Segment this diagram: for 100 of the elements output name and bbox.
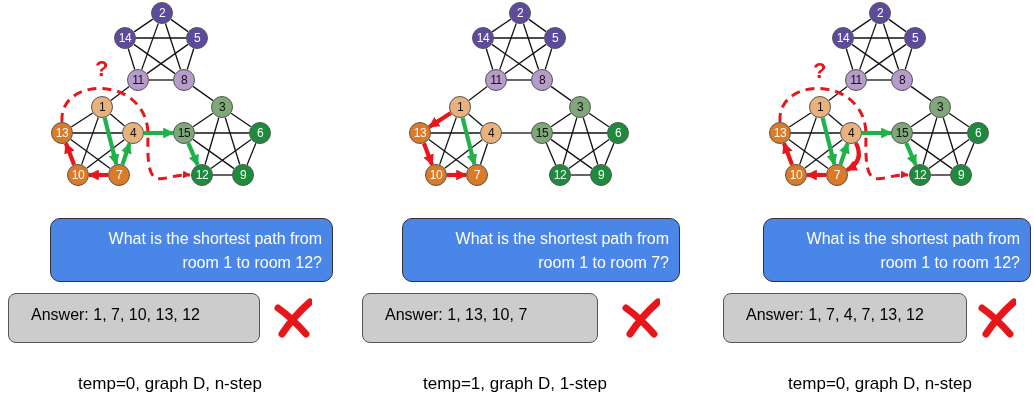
arrow	[120, 142, 132, 166]
connector-line	[210, 138, 252, 170]
question-mark: ?	[95, 56, 109, 82]
connector-line	[910, 112, 932, 128]
room-node: 15	[531, 122, 553, 144]
room-node: 13	[409, 122, 431, 144]
room-node: 4	[122, 122, 144, 144]
connector-line	[70, 112, 94, 128]
connector-line	[110, 85, 130, 102]
room-node: 13	[769, 122, 791, 144]
connector-line	[522, 22, 540, 71]
arrow	[460, 117, 478, 166]
connector-line	[186, 47, 195, 71]
room-node: 14	[832, 27, 854, 49]
arrow	[63, 142, 77, 166]
connector-line	[127, 47, 136, 71]
connector-line	[588, 112, 610, 128]
caption: temp=0, graph D, n-step	[78, 374, 262, 394]
connector-line	[170, 18, 189, 33]
connector-line	[550, 85, 572, 102]
connector-line	[72, 132, 123, 134]
connector-line	[430, 132, 481, 134]
connector-line	[146, 43, 189, 75]
room-node: 3	[569, 96, 591, 118]
connector-line	[550, 112, 572, 128]
connector-line	[904, 47, 913, 71]
room-node: 4	[480, 122, 502, 144]
connector-line	[827, 113, 844, 127]
room-node: 12	[909, 164, 931, 186]
connector-line	[192, 85, 214, 102]
room-node: 13	[51, 122, 73, 144]
connector-line	[851, 18, 872, 33]
connector-line	[504, 43, 547, 75]
question-bubble: What is the shortest path from room 1 to room 7?	[402, 218, 680, 282]
arrow	[60, 87, 191, 181]
connector-line	[230, 112, 252, 128]
connector-line	[212, 174, 233, 176]
connector-line	[942, 116, 959, 166]
connector-line	[499, 22, 517, 71]
room-node: 11	[127, 69, 149, 91]
arrow	[421, 142, 435, 166]
connector-line	[888, 18, 907, 33]
room-node: 11	[485, 69, 507, 91]
room-node: 6	[607, 122, 629, 144]
arrow	[805, 169, 826, 181]
room-node: 7	[826, 164, 848, 186]
arrow	[845, 142, 861, 172]
arrow	[428, 111, 452, 129]
connector-line	[910, 138, 953, 170]
room-node: 2	[509, 2, 531, 24]
room-node: 8	[173, 69, 195, 91]
connector-line	[799, 116, 817, 166]
question-bubble: What is the shortest path from room 1 to room 12?	[50, 218, 333, 282]
question-mark: ?	[813, 58, 827, 84]
connector-line	[485, 47, 494, 71]
connector-line	[788, 112, 812, 128]
arrow	[862, 127, 893, 139]
connector-line	[604, 142, 615, 166]
connector-line	[964, 142, 975, 166]
connector-line	[790, 132, 841, 134]
room-node: 5	[904, 27, 926, 49]
answer-box: Answer: 1, 13, 10, 7	[362, 293, 598, 343]
connector-line	[491, 43, 534, 75]
room-node: 5	[544, 27, 566, 49]
connector-line	[479, 142, 489, 166]
connector-line	[912, 132, 968, 134]
connector-line	[948, 112, 970, 128]
room-node: 10	[67, 164, 89, 186]
arrow	[778, 87, 909, 181]
connector-line	[439, 116, 457, 166]
room-node: 9	[950, 164, 972, 186]
connector-line	[133, 43, 176, 75]
connector-line	[224, 116, 241, 166]
connector-line	[545, 142, 557, 166]
arrow	[820, 117, 838, 166]
connector-line	[552, 132, 608, 134]
room-node: 9	[232, 164, 254, 186]
connector-line	[194, 132, 250, 134]
arrow	[144, 127, 175, 139]
room-node: 6	[967, 122, 989, 144]
connector-line	[864, 43, 907, 75]
connector-line	[468, 85, 488, 102]
room-node: 3	[211, 96, 233, 118]
room-node: 5	[186, 27, 208, 49]
connector-line	[506, 79, 532, 81]
room-node: 8	[531, 69, 553, 91]
room-node: 10	[785, 164, 807, 186]
connector-line	[192, 138, 235, 170]
connector-line	[922, 116, 938, 166]
caption: temp=1, graph D, 1-step	[423, 374, 607, 394]
caption: temp=0, graph D, n-step	[788, 374, 972, 394]
arrow	[781, 142, 795, 166]
arrow	[447, 169, 468, 181]
room-node: 2	[869, 2, 891, 24]
connector-line	[930, 174, 951, 176]
room-node: 12	[549, 164, 571, 186]
room-node: 15	[891, 122, 913, 144]
room-node: 3	[929, 96, 951, 118]
connector-line	[528, 18, 547, 33]
room-node: 11	[845, 69, 867, 91]
